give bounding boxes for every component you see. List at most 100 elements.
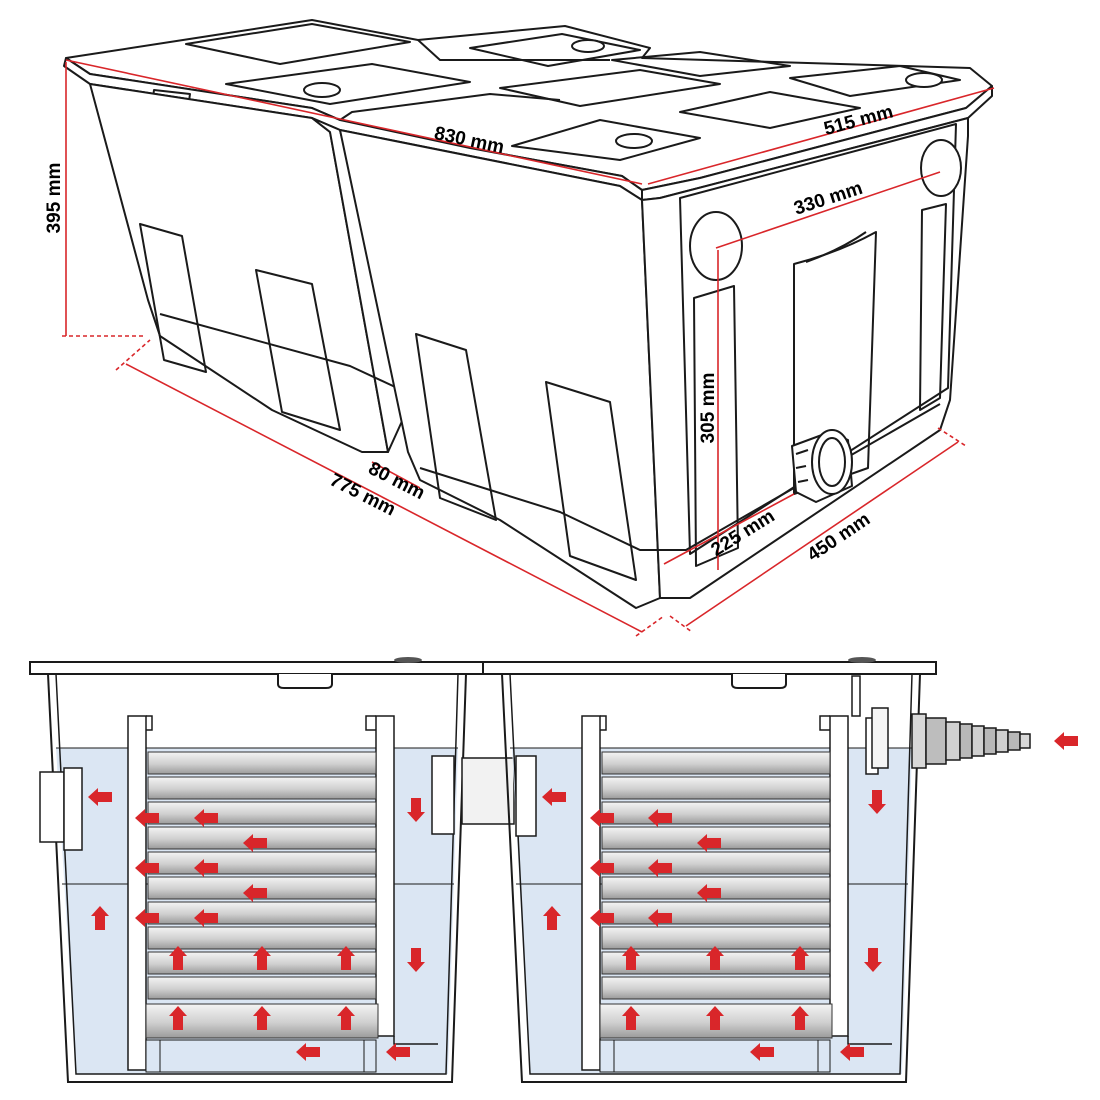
lid-panel <box>679 91 861 129</box>
dimension-lines <box>62 59 995 637</box>
flow-arrow-down <box>868 790 886 814</box>
dim-line-base-depth <box>685 441 959 627</box>
flow-arrow-left <box>135 909 159 927</box>
flow-arrow-left <box>194 859 218 877</box>
tank-rib <box>415 333 497 521</box>
flow-arrow-up <box>169 946 187 970</box>
lid-panel <box>789 65 961 97</box>
lid-handle <box>731 674 787 689</box>
right-tank-side <box>641 117 969 599</box>
flow-arrow-left <box>88 788 112 806</box>
filter-drum <box>147 776 377 800</box>
flow-arrow-left <box>840 1043 864 1061</box>
filter-drum <box>601 801 831 825</box>
filter-drum <box>147 751 377 775</box>
dim-label-base-depth: 450 mm <box>804 509 874 566</box>
filter-drum <box>601 776 831 800</box>
dim-label-outlet-height: 305 mm <box>698 373 719 444</box>
baffle-right <box>375 715 395 1037</box>
filter-drum <box>147 801 377 825</box>
flow-arrow-up <box>337 946 355 970</box>
flow-arrow-down <box>407 798 425 822</box>
centre-channel <box>793 231 877 495</box>
flow-arrow-left <box>590 809 614 827</box>
flow-arrow-up <box>791 946 809 970</box>
flow-arrow-left <box>542 788 566 806</box>
left-tank-side <box>311 117 409 453</box>
flow-arrow-left <box>194 909 218 927</box>
flow-arrow-left <box>750 1043 774 1061</box>
flow-arrow-up <box>791 1006 809 1030</box>
right-chamber-wall <box>501 673 921 1083</box>
flow-arrow-left <box>648 909 672 927</box>
dim-line-gap <box>371 461 421 489</box>
flow-arrow-up <box>253 946 271 970</box>
filter-drum <box>147 851 377 875</box>
filter-drum <box>601 851 831 875</box>
side-recess <box>679 123 957 555</box>
tank-rib <box>139 223 207 373</box>
flow-arrow-up <box>253 1006 271 1030</box>
flow-arrow-left <box>648 809 672 827</box>
lid-panel <box>185 23 411 65</box>
filter-drum <box>147 926 377 950</box>
dim-line-inlet-spacing <box>715 171 941 249</box>
flow-arrow-left <box>697 884 721 902</box>
flow-arrow-left <box>296 1043 320 1061</box>
lid-panel <box>225 63 471 105</box>
centre-channel-inner <box>805 231 867 263</box>
dim-line-outlet-offset <box>663 493 795 565</box>
flow-arrow-left <box>386 1043 410 1061</box>
filter-drum <box>601 751 831 775</box>
flow-arrows <box>88 732 1078 1061</box>
filter-drum <box>147 901 377 925</box>
dim-line-depth-top <box>647 87 995 185</box>
flow-arrow-up <box>91 906 109 930</box>
flow-arrow-up <box>706 946 724 970</box>
flow-arrow-left <box>697 834 721 852</box>
filter-drum <box>601 976 831 1000</box>
tank-rib <box>919 203 947 411</box>
tank-rib <box>545 381 637 581</box>
lid-knob <box>303 82 341 98</box>
flow-arrow-left <box>135 809 159 827</box>
lid-knob <box>905 72 943 88</box>
flow-arrow-left <box>590 909 614 927</box>
lid-seam <box>417 39 610 61</box>
lid-seam <box>311 93 561 121</box>
flow-arrow-up <box>543 906 561 930</box>
flow-arrow-left <box>590 859 614 877</box>
flow-arrow-up <box>706 1006 724 1030</box>
lid-knob <box>571 39 605 53</box>
filter-drum <box>147 976 377 1000</box>
flow-arrow-left <box>1054 732 1078 750</box>
flow-arrow-left <box>135 859 159 877</box>
lid-knob <box>615 133 653 149</box>
flow-arrow-left <box>243 884 267 902</box>
dim-extension <box>635 615 665 637</box>
overflow-plate <box>39 771 65 843</box>
tank-rib <box>255 269 341 431</box>
tank-base-line <box>159 313 407 393</box>
flow-arrow-down <box>864 948 882 972</box>
baffle-right <box>829 715 849 1037</box>
dim-label-height: 395 mm <box>44 163 65 234</box>
lid-panel <box>611 51 791 77</box>
outlet-fitting <box>791 429 853 503</box>
connector-pipe <box>461 757 515 825</box>
dim-line-length-top <box>65 59 643 185</box>
dim-line-base-length <box>125 363 643 633</box>
filter-drum <box>601 926 831 950</box>
dim-extension <box>937 427 967 447</box>
flow-arrow-up <box>622 1006 640 1030</box>
hose-connector <box>911 713 1031 769</box>
flow-arrow-left <box>243 834 267 852</box>
inlet-port <box>920 139 962 197</box>
flow-arrow-left <box>648 859 672 877</box>
cross-section-view <box>29 657 1078 1083</box>
flow-arrow-left <box>194 809 218 827</box>
flow-arrow-down <box>407 948 425 972</box>
right-tank-front <box>339 129 661 609</box>
flow-arrow-up <box>622 946 640 970</box>
